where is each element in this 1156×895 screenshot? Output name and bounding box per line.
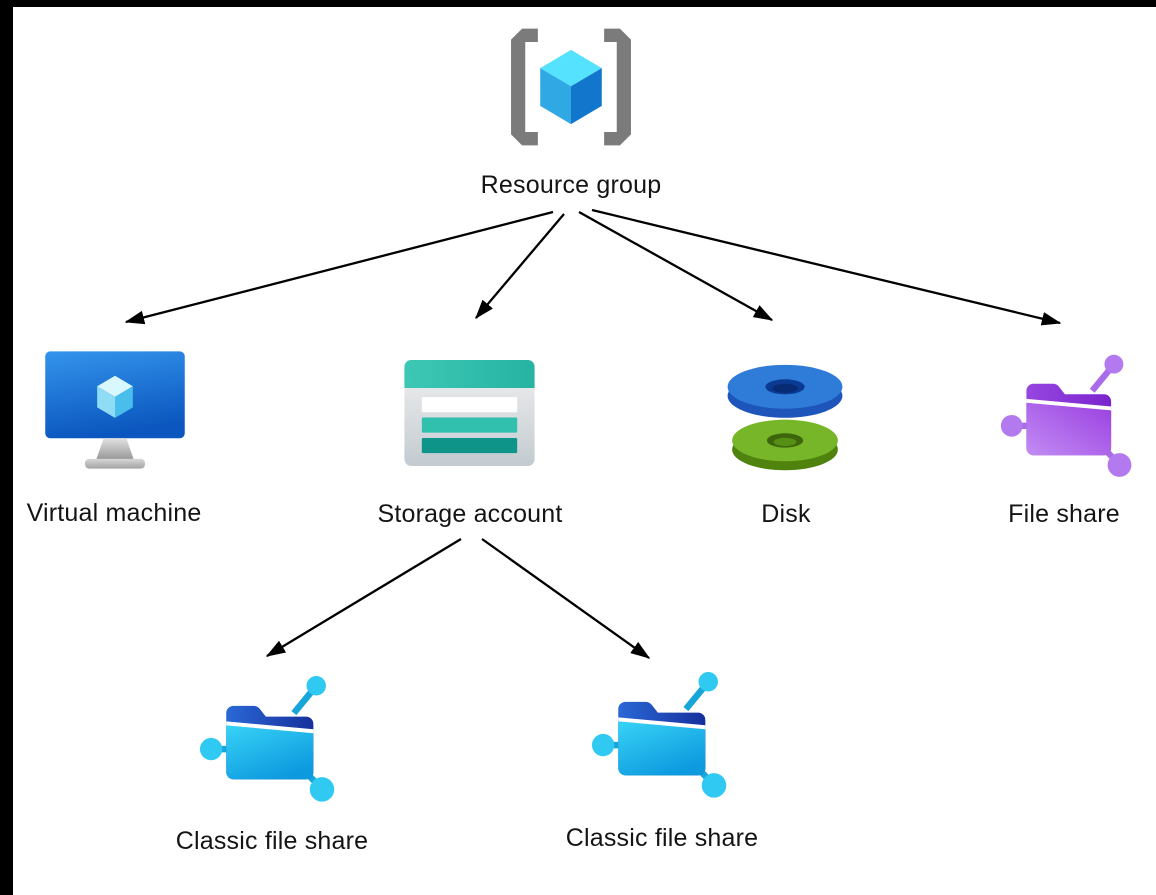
folder-paper xyxy=(1026,398,1112,411)
disk-blue-hole-center xyxy=(772,383,798,393)
share-dot-left xyxy=(591,733,615,757)
edge-lines xyxy=(124,208,1062,659)
virtual-machine-icon xyxy=(42,336,188,482)
edge-storage-classic2 xyxy=(481,538,651,659)
disk-label: Disk xyxy=(761,500,811,528)
share-dot-top xyxy=(1104,354,1124,374)
cube-top xyxy=(540,49,602,87)
left-bracket xyxy=(511,28,538,146)
folder-paper xyxy=(618,717,706,730)
share-dot-left xyxy=(1000,414,1023,437)
edge-rg-fileshare xyxy=(591,208,1062,326)
share-dot-bottom xyxy=(309,777,335,802)
file-share-icon xyxy=(997,340,1137,492)
vm-cube-right xyxy=(115,386,133,418)
folder-front xyxy=(1026,402,1112,456)
share-dot-bottom xyxy=(1107,453,1132,477)
edge-rg-storage xyxy=(475,213,565,320)
monitor-stand xyxy=(96,438,134,460)
disk-green-hole-center xyxy=(773,437,797,447)
storage-account-label: Storage account xyxy=(377,500,563,528)
frame-top-strip xyxy=(0,0,1156,7)
folder-front xyxy=(226,725,314,780)
share-dot-top xyxy=(306,676,326,696)
frame-left-strip xyxy=(0,0,13,895)
virtual-machine-label: Virtual machine xyxy=(26,499,202,527)
classic-file-share-label: Classic file share xyxy=(175,827,369,855)
cube-right xyxy=(571,68,602,125)
edge-storage-classic1 xyxy=(265,538,462,657)
classic-file-share-icon xyxy=(588,658,732,812)
storage-header-band xyxy=(404,360,535,389)
right-bracket xyxy=(604,28,631,146)
storage-account-icon xyxy=(401,357,538,469)
resource-group-icon xyxy=(500,16,642,158)
monitor-base xyxy=(84,458,146,469)
storage-row-dark-teal xyxy=(421,437,518,454)
edge-rg-vm xyxy=(124,210,554,325)
storage-row-white xyxy=(421,397,518,413)
resource-group-label: Resource group xyxy=(480,171,662,199)
storage-row-teal xyxy=(421,417,518,433)
vm-cube-left xyxy=(97,386,115,418)
folder-front xyxy=(618,721,706,776)
classic-file-share-label: Classic file share xyxy=(565,824,759,852)
edge-rg-disk xyxy=(578,210,774,322)
share-dot-bottom xyxy=(701,773,727,798)
folder-paper xyxy=(226,721,314,734)
share-dot-left xyxy=(199,737,223,761)
share-dot-top xyxy=(698,672,718,692)
file-share-label: File share xyxy=(1008,500,1120,528)
disk-icon xyxy=(717,353,853,475)
cube-left xyxy=(540,68,571,125)
classic-file-share-icon xyxy=(196,662,340,816)
